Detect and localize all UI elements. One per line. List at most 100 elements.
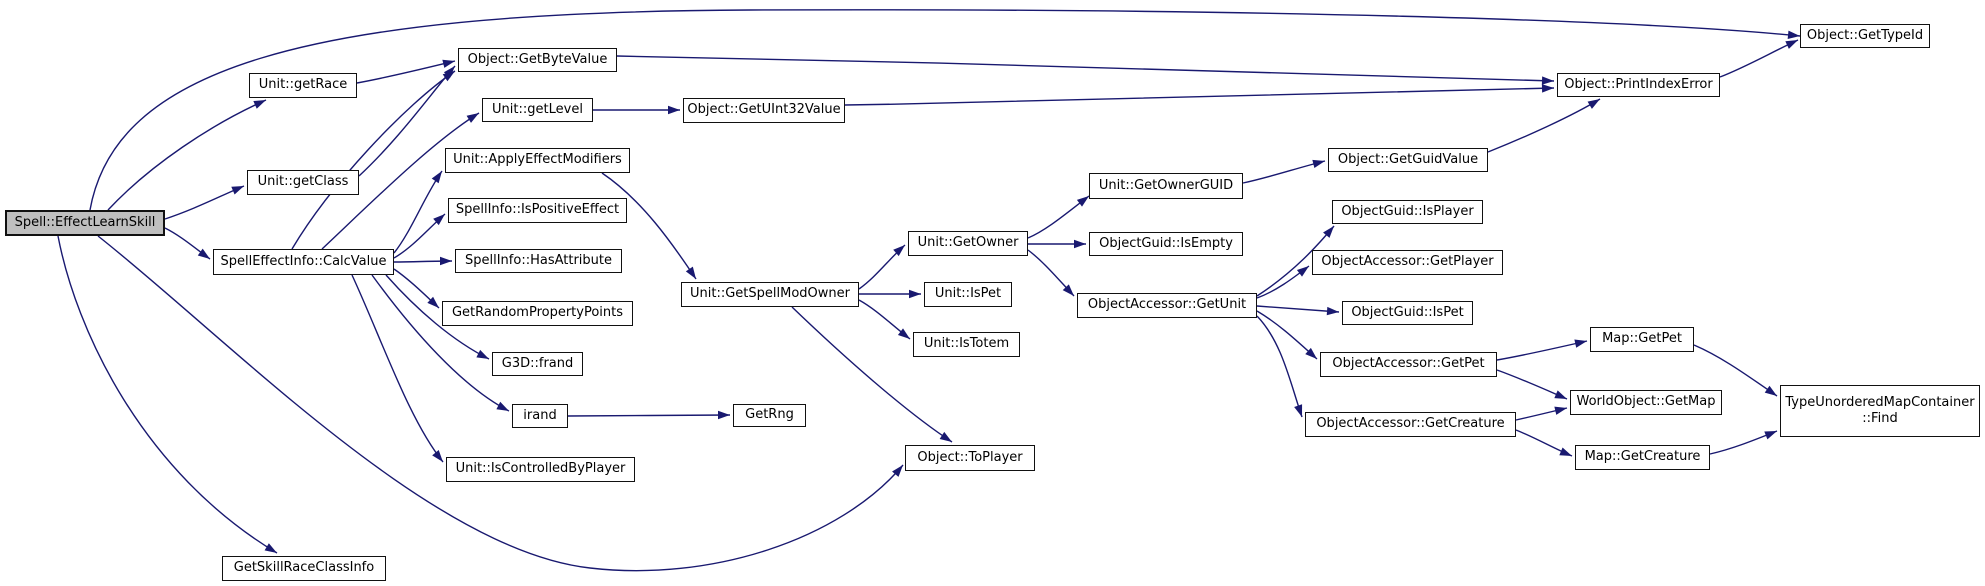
arrowhead-applyEffectModifiers-to-getSpellModOwner xyxy=(685,266,696,279)
graph-node-getRace[interactable]: Unit::getRace xyxy=(249,73,357,98)
edge-getSpellModOwner-to-toPlayer xyxy=(791,306,953,443)
graph-node-isPlayer[interactable]: ObjectGuid::IsPlayer xyxy=(1332,200,1483,224)
graph-node-frand[interactable]: G3D::frand xyxy=(492,352,583,376)
graph-node-find[interactable]: TypeUnorderedMapContainer ::Find xyxy=(1780,385,1980,437)
edge-getGuidValue-to-printIndexError xyxy=(1487,98,1601,153)
arrowhead-getUnit-to-getPet xyxy=(1305,347,1317,359)
edge-getPet-to-mapGetPet xyxy=(1496,340,1588,361)
arrowhead-calcValue-to-getLevel xyxy=(466,113,479,123)
arrowhead-getUnit-to-getCreature xyxy=(1294,404,1303,417)
graph-node-isControlledByPlayer[interactable]: Unit::IsControlledByPlayer xyxy=(446,457,635,482)
arrowhead-getSpellModOwner-to-getOwner xyxy=(893,245,905,257)
arrowhead-root-to-calcValue xyxy=(197,248,210,259)
edge-mapGetPet-to-find xyxy=(1693,344,1778,397)
graph-node-irand[interactable]: irand xyxy=(512,404,568,428)
graph-node-root: Spell::EffectLearnSkill xyxy=(5,210,165,236)
edge-getUnit-to-getCreature xyxy=(1256,315,1303,418)
graph-node-getPlayer[interactable]: ObjectAccessor::GetPlayer xyxy=(1312,250,1503,275)
edge-getClass-to-getByteValue xyxy=(358,65,456,177)
arrowhead-getOwner-to-getUnit xyxy=(1062,284,1074,296)
arrowhead-calcValue-to-hasAttribute xyxy=(440,256,452,266)
arrowhead-getSpellModOwner-to-isPet xyxy=(909,289,921,299)
edge-calcValue-to-irand xyxy=(371,274,510,412)
edge-root-to-getTypeId xyxy=(89,9,1801,211)
edge-getOwnerGUID-to-getGuidValue xyxy=(1242,160,1326,184)
arrowhead-root-to-getClass xyxy=(231,186,244,195)
edge-root-to-getClass xyxy=(164,185,245,220)
graph-node-getOwnerGUID[interactable]: Unit::GetOwnerGUID xyxy=(1089,173,1243,199)
arrowhead-root-to-getSkillRaceClassInfo xyxy=(264,543,277,553)
graph-node-guidIsPet[interactable]: ObjectGuid::IsPet xyxy=(1342,301,1473,325)
edge-calcValue-to-getLevel xyxy=(321,112,480,250)
arrowhead-getGuidValue-to-printIndexError xyxy=(1587,99,1600,109)
arrowhead-calcValue-to-applyEffectModifiers xyxy=(431,171,442,184)
arrowhead-mapGetCreature-to-find xyxy=(1764,431,1777,440)
graph-node-isEmpty[interactable]: ObjectGuid::IsEmpty xyxy=(1089,232,1243,256)
graph-node-getSpellModOwner[interactable]: Unit::GetSpellModOwner xyxy=(681,282,859,307)
arrowhead-getUnit-to-getPlayer xyxy=(1296,266,1309,277)
edge-getByteValue-to-printIndexError xyxy=(616,55,1555,82)
arrowhead-getByteValue-to-printIndexError xyxy=(1541,76,1554,85)
arrowhead-mapGetPet-to-find xyxy=(1764,385,1777,396)
graph-node-isTotem[interactable]: Unit::IsTotem xyxy=(913,332,1020,357)
arrowhead-calcValue-to-irand xyxy=(496,401,509,411)
graph-node-hasAttribute[interactable]: SpellInfo::HasAttribute xyxy=(455,249,622,273)
graph-node-printIndexError[interactable]: Object::PrintIndexError xyxy=(1557,73,1720,97)
arrowhead-getRace-to-getByteValue xyxy=(442,59,455,68)
arrowhead-getPet-to-mapGetPet xyxy=(1574,339,1587,348)
arrowhead-getUnit-to-isPlayer xyxy=(1323,226,1334,238)
graph-node-mapGetCreature[interactable]: Map::GetCreature xyxy=(1575,445,1710,470)
edge-root-to-getRace xyxy=(107,99,267,211)
edge-calcValue-to-applyEffectModifiers xyxy=(393,170,443,254)
graph-node-getByteValue[interactable]: Object::GetByteValue xyxy=(458,48,617,72)
edge-root-to-toPlayer xyxy=(97,235,904,572)
arrowhead-getCreature-to-mapGetCreature xyxy=(1559,447,1572,456)
edge-calcValue-to-frand xyxy=(385,274,490,360)
arrowhead-printIndexError-to-getTypeId xyxy=(1785,40,1798,49)
arrowhead-calcValue-to-isPositiveEffect xyxy=(433,214,445,226)
arrowhead-getLevel-to-getUInt32Value xyxy=(668,105,680,115)
arrowhead-getClass-to-getByteValue xyxy=(443,66,455,78)
arrowhead-root-to-toPlayer xyxy=(892,465,903,477)
arrowhead-getPet-to-worldGetMap xyxy=(1554,390,1567,399)
graph-node-getUnit[interactable]: ObjectAccessor::GetUnit xyxy=(1077,293,1257,318)
graph-node-worldGetMap[interactable]: WorldObject::GetMap xyxy=(1570,390,1722,415)
edge-calcValue-to-isControlledByPlayer xyxy=(351,274,444,463)
arrowhead-calcValue-to-isControlledByPlayer xyxy=(432,450,443,462)
edge-getUInt32Value-to-printIndexError xyxy=(844,87,1555,106)
graph-node-toPlayer[interactable]: Object::ToPlayer xyxy=(905,445,1035,471)
edge-root-to-getSkillRaceClassInfo xyxy=(57,235,278,554)
arrowhead-root-to-getTypeId xyxy=(1787,30,1800,39)
graph-node-getRng[interactable]: GetRng xyxy=(733,404,806,427)
graph-node-getGuidValue[interactable]: Object::GetGuidValue xyxy=(1328,148,1488,172)
graph-node-calcValue[interactable]: SpellEffectInfo::CalcValue xyxy=(213,249,394,275)
graph-node-applyEffectModifiers[interactable]: Unit::ApplyEffectModifiers xyxy=(445,148,630,173)
graph-node-getLevel[interactable]: Unit::getLevel xyxy=(482,98,593,122)
edge-calcValue-to-getByteValue xyxy=(291,70,456,250)
edge-getRace-to-getByteValue xyxy=(356,60,456,84)
graph-node-getPet[interactable]: ObjectAccessor::GetPet xyxy=(1320,352,1497,377)
graph-node-getCreature[interactable]: ObjectAccessor::GetCreature xyxy=(1305,412,1516,437)
edge-printIndexError-to-getTypeId xyxy=(1719,39,1799,78)
graph-node-getOwner[interactable]: Unit::GetOwner xyxy=(908,231,1028,256)
arrowhead-getUnit-to-guidIsPet xyxy=(1326,306,1339,316)
edge-getUnit-to-guidIsPet xyxy=(1256,305,1340,313)
graph-node-getTypeId[interactable]: Object::GetTypeId xyxy=(1800,24,1930,48)
edge-irand-to-getRng xyxy=(567,414,731,417)
graph-node-isPositiveEffect[interactable]: SpellInfo::IsPositiveEffect xyxy=(448,198,627,223)
arrowhead-calcValue-to-frand xyxy=(476,349,489,359)
graph-node-getUInt32Value[interactable]: Object::GetUInt32Value xyxy=(683,98,845,123)
graph-node-isPet[interactable]: Unit::IsPet xyxy=(924,282,1012,307)
graph-node-getSkillRaceClassInfo[interactable]: GetSkillRaceClassInfo xyxy=(222,556,386,581)
arrowhead-calcValue-to-getRandomPropertyPoints xyxy=(427,296,439,308)
arrowhead-irand-to-getRng xyxy=(718,410,730,420)
arrowhead-root-to-getRace xyxy=(253,100,266,109)
graph-node-getRandomPropertyPoints[interactable]: GetRandomPropertyPoints xyxy=(442,301,633,326)
arrowhead-getUInt32Value-to-printIndexError xyxy=(1541,84,1554,93)
graph-node-getClass[interactable]: Unit::getClass xyxy=(247,170,359,195)
arrowhead-getSpellModOwner-to-toPlayer xyxy=(939,431,952,442)
graph-node-mapGetPet[interactable]: Map::GetPet xyxy=(1590,327,1694,352)
arrowhead-getOwner-to-isEmpty xyxy=(1074,239,1086,249)
